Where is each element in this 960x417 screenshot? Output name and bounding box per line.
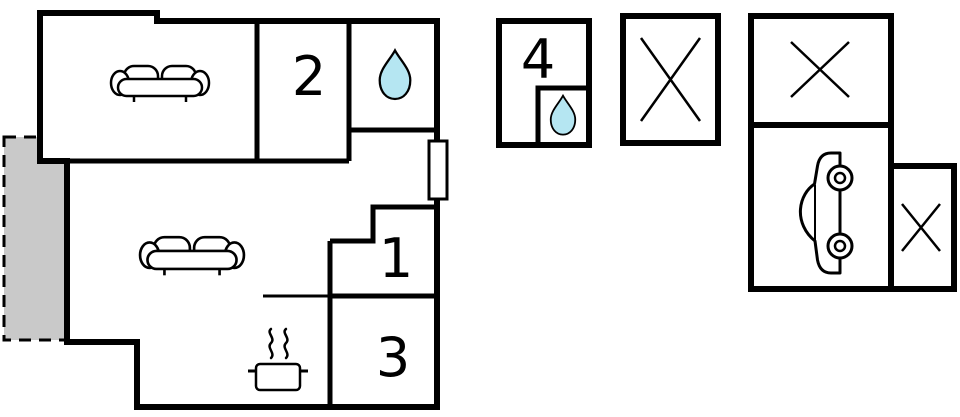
cooking-pot-icon bbox=[248, 327, 308, 392]
outbuilding-1 bbox=[620, 13, 721, 146]
car-icon bbox=[798, 151, 854, 275]
outbuilding-2 bbox=[748, 13, 957, 292]
main-building-inner-walls bbox=[40, 21, 437, 407]
room-1-label: 1 bbox=[379, 227, 413, 290]
steam-icon bbox=[268, 327, 274, 360]
terrace bbox=[2, 135, 68, 342]
x-mark-icon bbox=[901, 203, 941, 252]
room-2-label: 2 bbox=[292, 45, 326, 108]
x-mark-icon bbox=[639, 37, 702, 122]
room-3-label: 3 bbox=[376, 326, 410, 389]
x-mark-icon bbox=[790, 41, 850, 98]
building-4 bbox=[496, 18, 592, 148]
door-window-marker bbox=[427, 139, 449, 201]
room-4-label: 4 bbox=[521, 28, 555, 91]
steam-icon bbox=[283, 327, 289, 360]
